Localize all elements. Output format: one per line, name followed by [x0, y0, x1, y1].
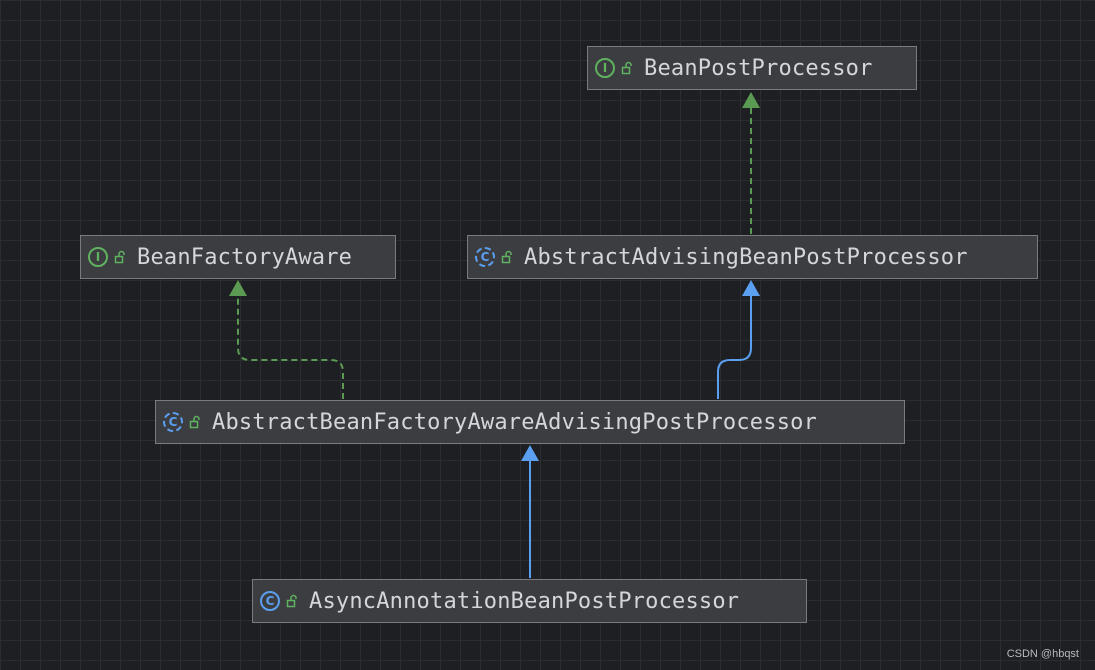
interface-icon: I	[88, 247, 108, 267]
class-icon: C	[260, 591, 280, 611]
public-unlock-icon	[114, 250, 125, 264]
arrowhead-extends-abstractbfawareadvising	[521, 445, 539, 461]
public-unlock-icon	[286, 594, 297, 608]
arrowhead-implements-beanfactoryaware	[229, 280, 247, 296]
edge-extends-abstractadvising	[717, 296, 752, 399]
node-async-annotation-bean-post-processor[interactable]: C AsyncAnnotationBeanPostProcessor	[252, 579, 807, 623]
watermark: CSDN @hbqst	[1006, 648, 1079, 660]
arrowhead-implements-beanpostprocessor	[742, 92, 760, 108]
node-label: BeanPostProcessor	[644, 55, 873, 81]
abstract-class-icon: C	[163, 412, 183, 432]
abstract-class-icon: C	[475, 247, 495, 267]
public-unlock-icon	[621, 61, 632, 75]
interface-icon: I	[595, 58, 615, 78]
node-abstract-bean-factory-aware-advising-post-processor[interactable]: C AbstractBeanFactoryAwareAdvisingPostPr…	[155, 400, 905, 444]
node-abstract-advising-bean-post-processor[interactable]: C AbstractAdvisingBeanPostProcessor	[467, 235, 1038, 279]
node-label: AbstractAdvisingBeanPostProcessor	[524, 244, 968, 270]
public-unlock-icon	[501, 250, 512, 264]
edge-implements-beanfactoryaware	[237, 296, 344, 399]
node-bean-post-processor[interactable]: I BeanPostProcessor	[587, 46, 917, 90]
node-label: AsyncAnnotationBeanPostProcessor	[309, 588, 740, 614]
node-label: AbstractBeanFactoryAwareAdvisingPostProc…	[212, 409, 818, 435]
public-unlock-icon	[189, 415, 200, 429]
arrowhead-extends-abstractadvising	[742, 280, 760, 296]
node-bean-factory-aware[interactable]: I BeanFactoryAware	[80, 235, 396, 279]
node-label: BeanFactoryAware	[137, 244, 353, 270]
